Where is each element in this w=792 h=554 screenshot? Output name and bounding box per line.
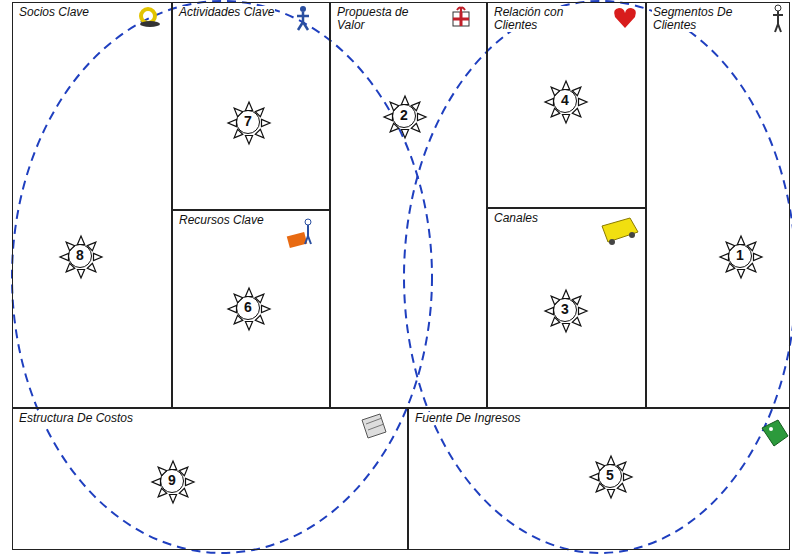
callout-number: 3	[553, 298, 577, 322]
block-title: Fuente De Ingresos	[414, 412, 521, 425]
canvas-block: Relación con Clientes 4	[487, 2, 646, 208]
callout-number: 7	[236, 110, 260, 134]
callout-number: 8	[68, 244, 92, 268]
canvas-block: Canales 3	[487, 208, 646, 408]
callout-number: 9	[160, 469, 184, 493]
sun-rays	[151, 460, 195, 504]
callout-number: 4	[553, 89, 577, 113]
block-title: Estructura De Costos	[18, 412, 134, 425]
block-title: Propuesta de Valor	[336, 6, 418, 32]
canvas-block: Segmentos De Clientes 1	[646, 2, 790, 408]
sun-rays	[589, 455, 633, 499]
canvas-block: Socios Clave 8	[12, 2, 172, 408]
sun-rays	[59, 235, 103, 279]
block-title: Socios Clave	[18, 6, 90, 19]
sun-rays	[544, 80, 588, 124]
block-title: Actividades Clave	[178, 6, 275, 19]
canvas-block: Estructura De Costos 9	[12, 408, 408, 550]
callout-number: 6	[236, 296, 260, 320]
sun-rays	[383, 95, 427, 139]
canvas-block: Actividades Clave 7	[172, 2, 330, 210]
block-title: Recursos Clave	[178, 214, 265, 227]
block-title: Canales	[493, 212, 539, 225]
icons	[140, 5, 788, 446]
sun-rays	[227, 287, 271, 331]
callout-number: 2	[392, 104, 416, 128]
dashed-ellipses	[12, 1, 792, 553]
block-title: Segmentos De Clientes	[652, 6, 744, 32]
callout-number: 5	[598, 464, 622, 488]
sun-rays	[544, 289, 588, 333]
canvas-block: Fuente De Ingresos 5	[408, 408, 790, 550]
sun-rays	[719, 235, 763, 279]
canvas-block: Recursos Clave 6	[172, 210, 330, 408]
canvas-block: Propuesta de Valor 2	[330, 2, 487, 408]
block-title: Relación con Clientes	[493, 6, 590, 32]
sun-rays	[227, 101, 271, 145]
callout-number: 1	[728, 244, 752, 268]
